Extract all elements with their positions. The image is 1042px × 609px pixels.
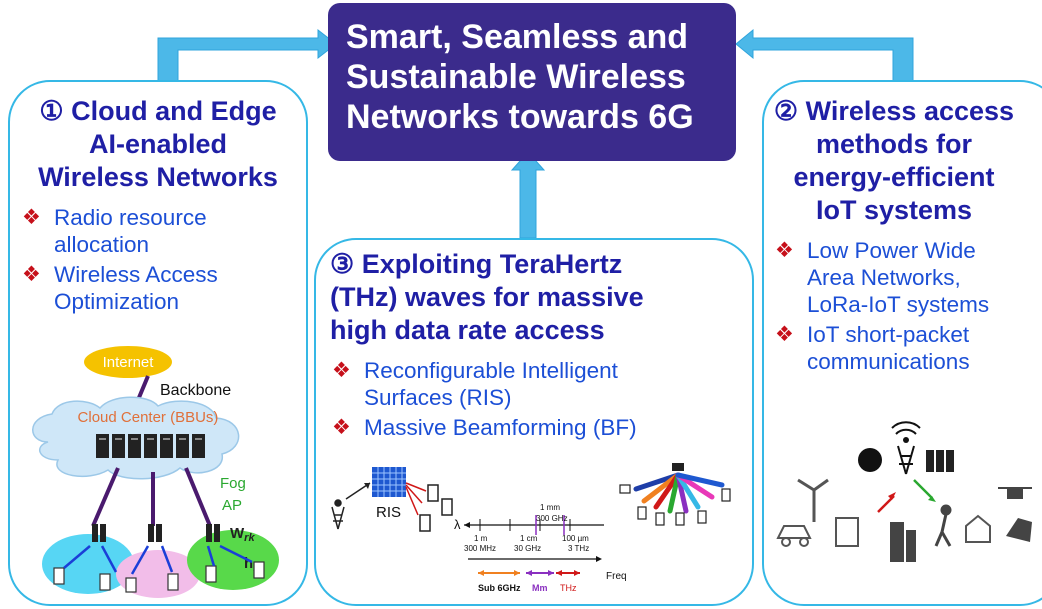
- right-title-line-4: IoT systems: [815, 195, 973, 225]
- right-bullet-list: ❖ Low Power Wide Area Networks, LoRa-IoT …: [775, 237, 1025, 378]
- ai-head-icon: [858, 448, 882, 472]
- right-title-line-1: ② Wireless access: [773, 96, 1015, 126]
- left-connector-arrow: [157, 28, 337, 93]
- red-diamond-bullet-icon: ❖: [332, 416, 351, 439]
- lora-gateway-tower-icon: [891, 421, 921, 475]
- internet-ellipse: [84, 346, 172, 378]
- right-title-line-3: energy-efficient: [793, 162, 995, 192]
- red-diamond-bullet-icon: ❖: [775, 239, 794, 262]
- thz-ris-diagram: RIS λ 1 mm 300 GHz 1 m 300 MHz 1 cm 30 G…: [331, 463, 731, 593]
- car-icon: [776, 525, 812, 547]
- scale-1mm: 1 mm: [540, 503, 560, 512]
- left-bullet-list: ❖ Radio resource allocation ❖ Wireless Acc…: [22, 204, 282, 318]
- middle-bullet-2-text: Massive Beamforming (BF): [364, 415, 637, 440]
- wind-turbine-icon: [797, 478, 829, 522]
- livestock-icon: [1006, 518, 1032, 542]
- right-bullet-2: ❖ IoT short-packet communications: [775, 321, 1025, 375]
- fog-label: Fog: [220, 475, 246, 492]
- left-title-line-2: AI-enabled: [88, 129, 228, 159]
- left-bullet-2: ❖ Wireless Access Optimization: [22, 261, 282, 315]
- scale-300ghz: 300 GHz: [536, 514, 568, 523]
- pedestrian-icon: [934, 504, 952, 547]
- scale-3thz: 3 THz: [568, 544, 589, 553]
- left-bullet-1: ❖ Radio resource allocation: [22, 204, 282, 258]
- left-bullet-2-text: Wireless Access Optimization: [54, 262, 218, 314]
- freq-label: Freq: [606, 571, 627, 582]
- scale-1cm: 1 cm: [520, 534, 538, 543]
- middle-panel: [314, 238, 754, 606]
- left-title-line-1: ① Cloud and Edge: [39, 96, 277, 126]
- middle-connector-arrow: [510, 151, 546, 239]
- red-diamond-bullet-icon: ❖: [22, 263, 41, 286]
- middle-title-line-2: (THz) waves for massive: [330, 282, 644, 312]
- cloud-center-label: Cloud Center (BBUs): [78, 409, 219, 426]
- coverage-area-2: [116, 550, 200, 598]
- middle-bullet-1: ❖ Reconfigurable Intelligent Surfaces (RI…: [332, 357, 692, 411]
- band-thz: THz: [560, 583, 577, 593]
- main-title-line-1: Smart, Seamless and: [346, 18, 689, 56]
- beamforming-fan-icon: [633, 472, 725, 514]
- ris-panel: [372, 467, 406, 497]
- ap-label: AP: [222, 497, 242, 514]
- backbone-label: Backbone: [160, 382, 231, 399]
- left-bullet-1-text: Radio resource allocation: [54, 205, 207, 257]
- red-diamond-bullet-icon: ❖: [775, 323, 794, 346]
- left-title-line-3: Wireless Networks: [38, 162, 278, 192]
- right-panel: [762, 80, 1042, 606]
- band-arrowheads: [478, 570, 580, 576]
- red-diamond-bullet-icon: ❖: [22, 206, 41, 229]
- scale-100um: 100 µm: [562, 534, 589, 543]
- middle-title-line-3: high data rate access: [330, 315, 605, 345]
- lambda-label: λ: [454, 517, 461, 532]
- w-rk-label: Wrk: [230, 525, 255, 544]
- iot-systems-diagram: [776, 421, 1032, 562]
- middle-bullet-list: ❖ Reconfigurable Intelligent Surfaces (RI…: [332, 357, 692, 444]
- middle-bullet-2: ❖ Massive Beamforming (BF): [332, 414, 692, 441]
- main-title-line-2: Sustainable Wireless: [346, 58, 686, 96]
- middle-title-line-1: ③ Exploiting TeraHertz: [330, 249, 623, 279]
- middle-panel-title: ③ Exploiting TeraHertz (THz) waves for m…: [330, 248, 750, 347]
- base-station-tower-icon: [331, 499, 345, 530]
- band-mm: Mm: [532, 583, 548, 593]
- hospital-icon: [835, 517, 859, 547]
- coverage-area-1: [42, 534, 134, 594]
- city-buildings-icon: [890, 522, 916, 562]
- middle-bullet-1-text: Reconfigurable Intelligent Surfaces (RIS…: [364, 358, 618, 410]
- ris-label: RIS: [376, 504, 401, 521]
- scale-30ghz: 30 GHz: [514, 544, 541, 553]
- left-panel: [8, 80, 308, 606]
- right-bullet-1-text: Low Power Wide Area Networks, LoRa-IoT s…: [807, 238, 990, 317]
- right-title-line-2: methods for: [815, 129, 972, 159]
- drone-icon: [998, 487, 1032, 499]
- left-panel-title: ① Cloud and Edge AI-enabled Wireless Net…: [8, 95, 308, 194]
- internet-label: Internet: [103, 354, 155, 371]
- main-title-box: Smart, Seamless and Sustainable Wireless…: [328, 3, 736, 161]
- right-bullet-1: ❖ Low Power Wide Area Networks, LoRa-IoT …: [775, 237, 1025, 318]
- band-sub6ghz: Sub 6GHz: [478, 583, 521, 593]
- house-icon: [965, 514, 991, 543]
- right-bullet-2-text: IoT short-packet communications: [807, 322, 970, 374]
- right-connector-arrow: [735, 28, 914, 93]
- scale-1m: 1 m: [474, 534, 488, 543]
- scale-300mhz: 300 MHz: [464, 544, 496, 553]
- red-diamond-bullet-icon: ❖: [332, 359, 351, 382]
- main-title-line-3: Networks towards 6G: [346, 98, 694, 136]
- right-panel-title: ② Wireless access methods for energy-eff…: [762, 95, 1026, 227]
- cloud-edge-network-diagram: Internet Backbone Cloud Center (BBUs) Fo…: [32, 346, 279, 598]
